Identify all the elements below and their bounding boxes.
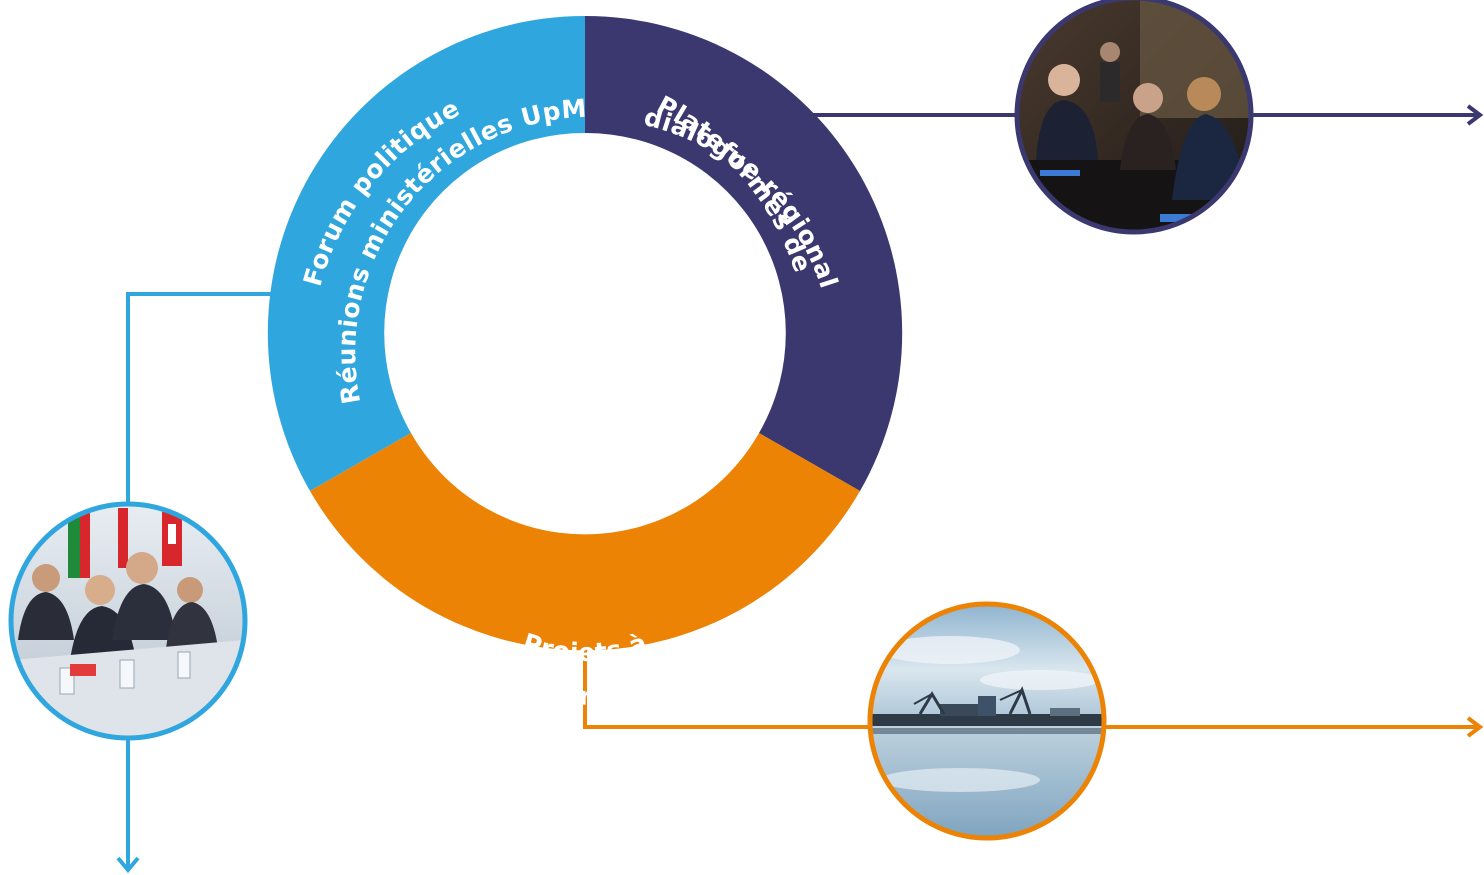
- photo-dialogue: [1014, 0, 1254, 235]
- segment-projets: [310, 433, 860, 651]
- arrow-right-icon: [1466, 104, 1484, 126]
- arrow-down-icon: [116, 856, 140, 874]
- arrow-right-icon: [1466, 716, 1484, 738]
- photo-port: [867, 601, 1107, 841]
- segment-forum: [267, 15, 585, 492]
- segment-plateformes: [585, 15, 903, 492]
- connector-orange-line: [583, 648, 1478, 729]
- photo-meeting: [8, 501, 248, 741]
- donut-chart: Forum politique Réunions ministérielles …: [267, 15, 903, 711]
